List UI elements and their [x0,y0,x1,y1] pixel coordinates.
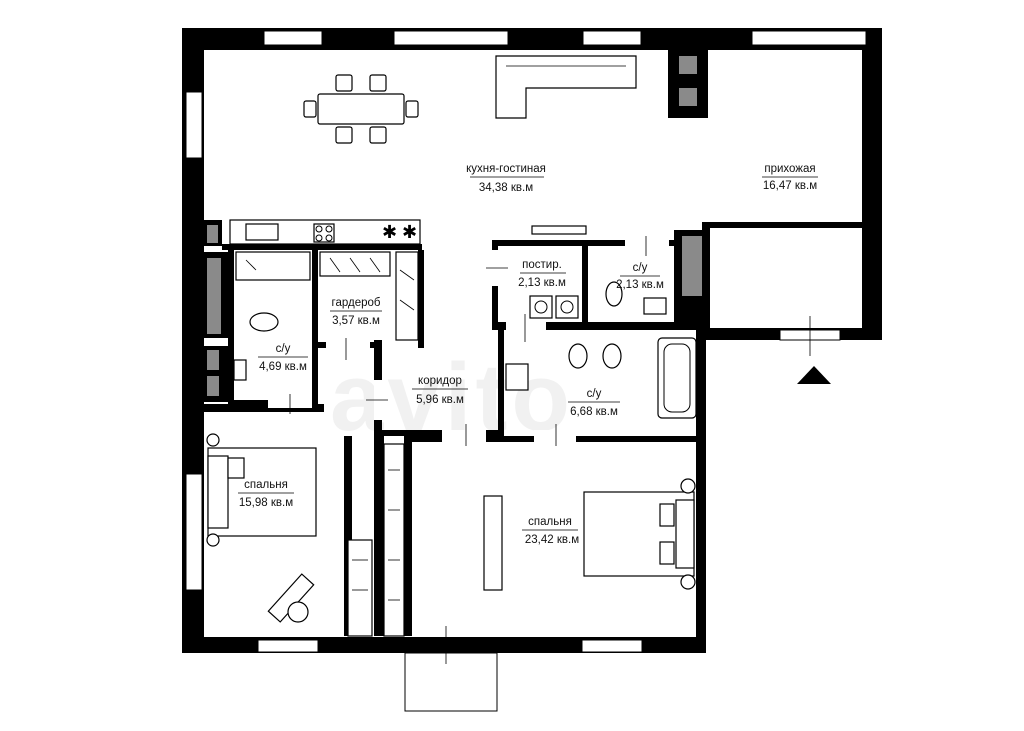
sink-icon [643,297,667,315]
room-kitchen-living: кухня-гостиная 34,38 кв.м [466,163,546,194]
room-laundry: постир. 2,13 кв.м [518,259,566,289]
room-area: 5,96 кв.м [416,394,464,406]
shower-tray [235,251,311,281]
sofa [495,55,637,119]
washing-machines [529,225,587,319]
kitchen-units: ✱ ✱ [229,219,421,245]
entrance-arrow-icon [797,366,831,384]
columns [204,48,710,402]
room-name: прихожая [764,163,815,175]
room-area: 15,98 кв.м [239,497,293,509]
room-area: 34,38 кв.м [479,182,533,194]
room-bath-left: с/у 4,69 кв.м [258,343,308,373]
room-hallway: прихожая 16,47 кв.м [762,163,818,192]
wardrobe-shelves [319,251,419,341]
room-area: 4,69 кв.м [259,361,307,373]
room-bedroom-large: спальня 23,42 кв.м [522,516,579,546]
dining-table [303,74,419,144]
door-openings [268,236,669,446]
room-name: кухня-гостиная [466,163,546,175]
room-area: 16,47 кв.м [763,180,817,192]
desk-chair [267,573,315,623]
room-corridor: коридор 5,96 кв.м [412,375,468,406]
balcony [404,652,498,712]
room-name: спальня [244,479,288,491]
room-area: 2,13 кв.м [518,277,566,289]
room-name: с/у [276,343,291,355]
bath-center-fixtures [505,337,697,419]
outer-walls [182,28,882,653]
closets [347,443,405,637]
room-name: спальня [528,516,572,528]
room-name: коридор [418,375,462,387]
windows [185,30,867,653]
tv-unit [483,495,503,591]
room-name: с/у [587,388,602,400]
room-area: 6,68 кв.м [570,406,618,418]
room-wc-small: с/у 2,13 кв.м [616,262,664,291]
toilet-icon [249,312,279,332]
sink-icon [233,359,247,381]
room-name: постир. [522,259,562,271]
room-area: 3,57 кв.м [332,315,380,327]
room-area: 23,42 кв.м [525,534,579,546]
bed-large [583,478,696,590]
toilet-icon [605,281,623,307]
room-bath-center: с/у 6,68 кв.м [568,388,620,418]
svg-text:✱: ✱ [382,222,397,243]
room-bedroom-small: спальня 15,98 кв.м [238,479,294,509]
svg-text:✱: ✱ [402,222,417,243]
room-name: с/у [633,262,648,274]
bed-small [206,433,317,547]
room-name: гардероб [332,297,381,309]
room-wardrobe: гардероб 3,57 кв.м [330,297,382,327]
room-area: 2,13 кв.м [616,279,664,291]
